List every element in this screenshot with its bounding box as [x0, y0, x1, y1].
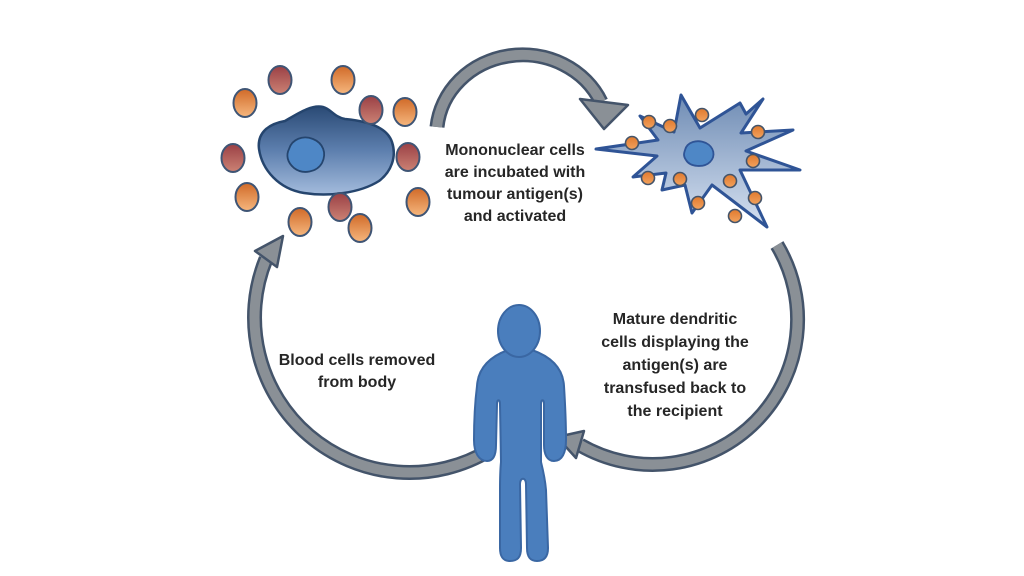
transfusion-label: Mature dendritic cells displaying the an…	[601, 311, 749, 420]
mononuclear-cell-icon	[257, 105, 396, 196]
incubation-arrow-icon	[429, 47, 630, 131]
patient-figure-icon	[473, 304, 567, 562]
blood-removal-arrow-icon	[247, 234, 494, 481]
tumour-antigen-icons	[220, 65, 431, 243]
dendritic-cell-icon	[594, 93, 802, 229]
blood-removal-label: Blood cells removed from body	[278, 352, 436, 391]
patient-head	[497, 304, 541, 358]
incubation-label: Mononuclear cells are incubated with tum…	[444, 142, 586, 225]
displayed-antigen-dot-icons	[624, 107, 766, 224]
